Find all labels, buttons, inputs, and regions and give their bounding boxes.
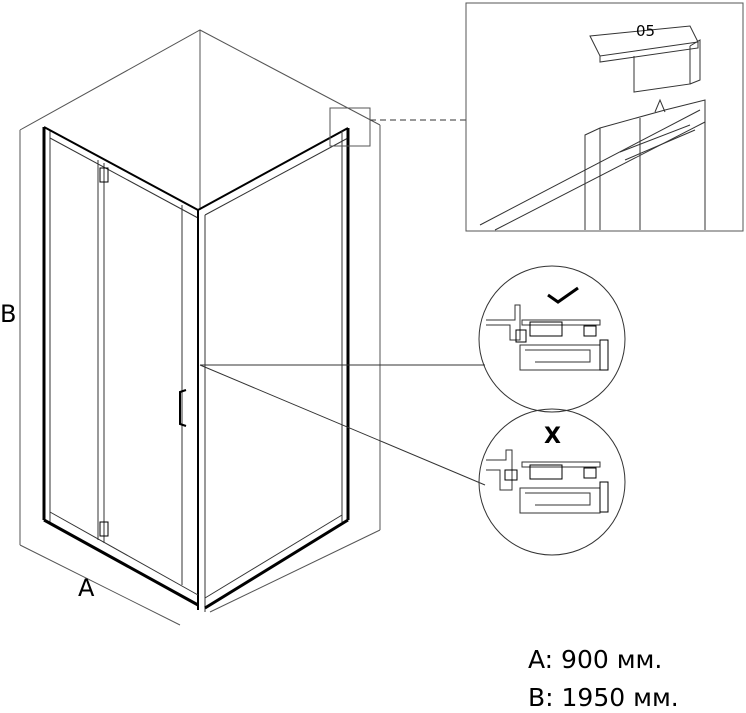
correct-section-detail <box>478 265 626 413</box>
detail-part-code: 05 <box>636 22 656 40</box>
enclosure-frame <box>42 126 350 612</box>
x-mark-icon: X <box>544 424 561 449</box>
spec-height: B: 1950 мм. <box>528 683 679 712</box>
top-detail-panel <box>465 2 744 232</box>
door-handle <box>179 389 187 427</box>
check-mark-icon <box>547 286 579 304</box>
room-walls <box>19 29 381 626</box>
dimension-label-a: A <box>78 574 95 602</box>
dimension-label-b: B <box>0 300 17 328</box>
section-leader-bottom <box>199 364 486 486</box>
spec-width: A: 900 мм. <box>528 645 663 674</box>
detail-callout-box <box>329 107 371 147</box>
incorrect-section-detail <box>478 408 626 556</box>
door-leaf <box>97 160 183 585</box>
